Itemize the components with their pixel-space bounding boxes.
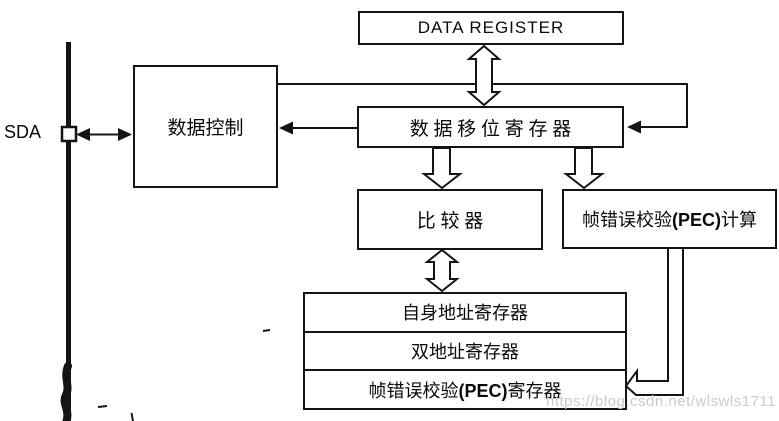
pec-calc-label-bold: (PEC): [672, 210, 721, 230]
feedback-arrowhead-icon: [627, 120, 641, 134]
pec-calculation-label: 帧错误校验(PEC)计算: [582, 206, 757, 232]
dual-address-register-label: 双地址寄存器: [411, 342, 519, 362]
shift-to-control-arrowhead-icon: [279, 121, 293, 135]
pec-calculation-box: 帧错误校验(PEC)计算: [562, 189, 777, 249]
pec-register-label-post: 寄存器: [507, 380, 562, 401]
sda-arrowhead-left-icon: [76, 128, 90, 141]
data-shift-register-label: 数 据 移 位 寄 存 器: [409, 118, 572, 140]
sda-connector-square: [60, 125, 78, 143]
sda-label: SDA: [4, 122, 42, 142]
pec-register-label-pre: 帧错误校验: [368, 380, 459, 401]
pec-register-label-bold: (PEC): [458, 380, 508, 401]
pec-calc-label-pre: 帧错误校验: [582, 210, 672, 230]
sda-arrowhead-right-icon: [118, 128, 132, 141]
comparator-label: 比 较 器: [416, 211, 484, 232]
data-register-box: DATA REGISTER: [358, 11, 624, 45]
shift-to-comparator-arrow: [421, 147, 463, 190]
scan-artifact-dash: [97, 405, 108, 408]
scan-artifact-dash: [262, 329, 271, 332]
watermark: https://blog.csdn.net/wlswls1711: [545, 393, 776, 410]
dual-address-register-row: 双地址寄存器: [305, 330, 625, 370]
pec-calc-label-post: 计算: [721, 210, 757, 230]
pec-to-register-arrow: [624, 249, 684, 396]
pec-register-label: 帧错误校验(PEC)寄存器: [369, 377, 562, 403]
data-register-label: DATA REGISTER: [417, 18, 565, 37]
scan-artifact-tick: [130, 412, 134, 421]
comparator-stack-bidirectional-arrow: [424, 248, 460, 293]
data-shift-register-box: 数 据 移 位 寄 存 器: [357, 106, 624, 148]
register-stack: 自身地址寄存器 双地址寄存器 帧错误校验(PEC)寄存器: [303, 292, 627, 410]
pec-register-row: 帧错误校验(PEC)寄存器: [305, 369, 625, 408]
data-control-box: 数据控制: [133, 65, 278, 188]
own-address-register-row: 自身地址寄存器: [305, 294, 625, 331]
shift-to-pec-arrow: [563, 147, 605, 190]
data-register-shift-bidirectional-arrow: [466, 44, 502, 107]
data-control-label: 数据控制: [167, 118, 244, 139]
comparator-box: 比 较 器: [357, 189, 543, 250]
sda-line-ink-blob: [60, 362, 72, 421]
own-address-register-label: 自身地址寄存器: [402, 303, 528, 324]
